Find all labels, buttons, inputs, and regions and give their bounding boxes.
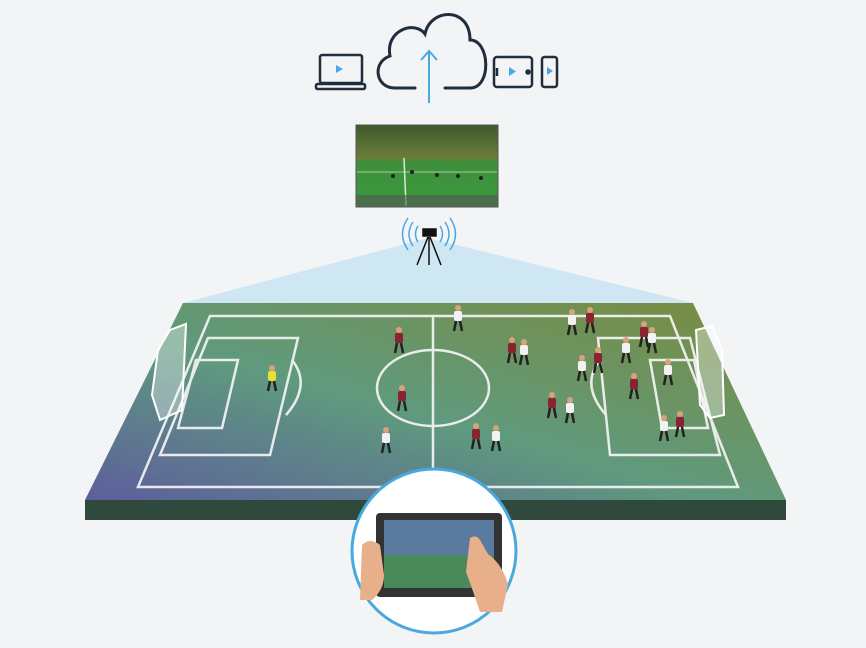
soccer-field: [85, 303, 786, 520]
player: [518, 339, 530, 366]
camera-tripod-icon: [416, 228, 442, 266]
hand-tablet-icon: [360, 541, 384, 600]
player: [470, 423, 482, 450]
player: [592, 347, 604, 374]
player: [506, 337, 518, 364]
player: [546, 392, 558, 419]
right-penalty-box: [596, 336, 722, 457]
player: [584, 307, 596, 334]
right-goal-box: [648, 358, 710, 430]
player: [576, 355, 588, 382]
player: [620, 337, 632, 364]
field-boundary: [136, 314, 740, 489]
laptop-play-icon: [314, 53, 367, 91]
player: [266, 365, 278, 392]
player: [628, 373, 640, 400]
player: [564, 397, 576, 424]
left-goal-box: [176, 358, 240, 430]
player: [393, 327, 405, 354]
player: [658, 415, 670, 442]
player: [490, 425, 502, 452]
left-penalty-box: [158, 336, 300, 457]
player: [396, 385, 408, 412]
phone-play-icon: [540, 55, 559, 89]
tablet-play-icon: [492, 55, 534, 89]
player: [638, 321, 650, 348]
tablet-viewer-inset: [350, 467, 518, 635]
cloud-upload-icon: [376, 13, 488, 103]
player: [674, 411, 686, 438]
right-goal: [694, 324, 726, 420]
camera-view-beam: [183, 238, 693, 303]
wireless-signal-icon: [401, 217, 457, 251]
player: [662, 359, 674, 386]
player: [646, 327, 658, 354]
player: [566, 309, 578, 336]
hand-tablet-icon: [466, 536, 508, 612]
video-thumbnail[interactable]: [355, 124, 499, 208]
player: [452, 305, 464, 332]
left-goal: [150, 322, 188, 422]
center-circle: [375, 348, 491, 428]
player: [380, 427, 392, 454]
players: [266, 305, 686, 454]
